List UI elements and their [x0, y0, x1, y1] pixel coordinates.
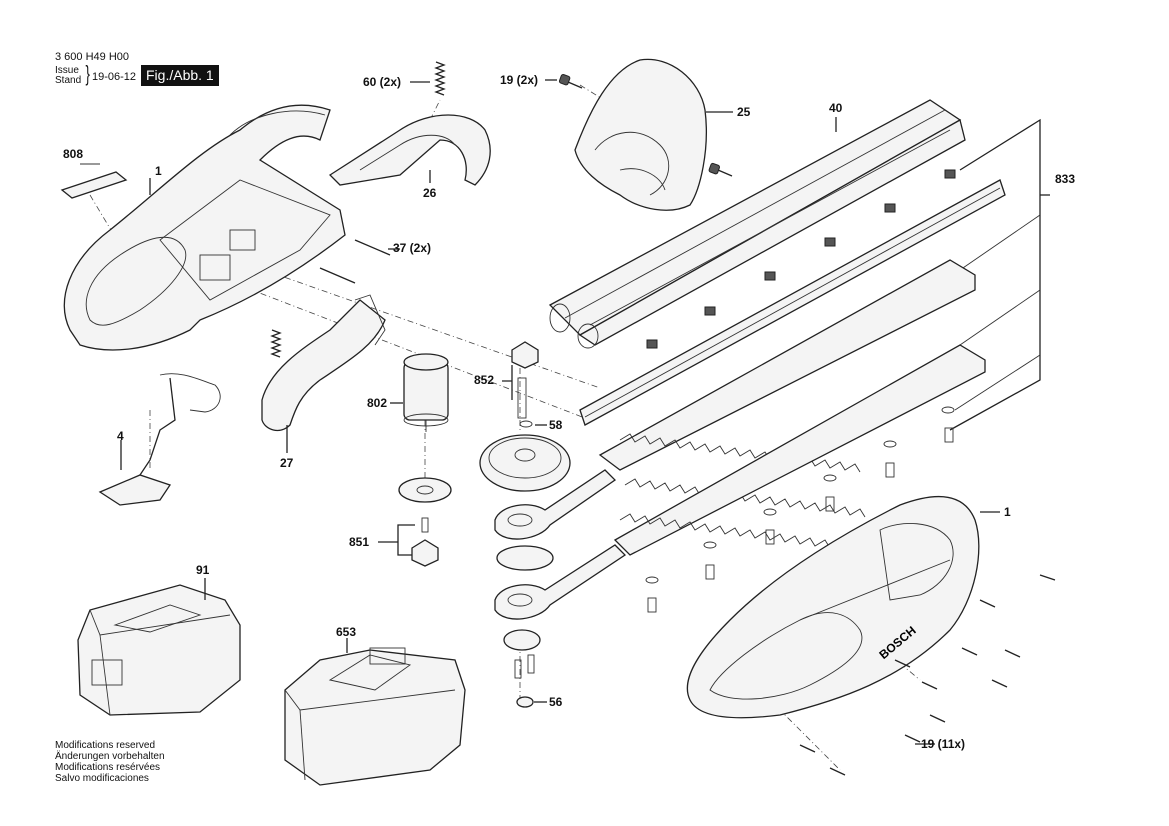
part-19-screw-top	[558, 73, 733, 177]
part-1-housing-left	[63, 104, 346, 351]
part-833-blade-assembly	[949, 118, 1050, 431]
callout-1-right: 1	[1004, 505, 1011, 519]
motor-pinion-gear	[398, 477, 452, 503]
part-808-label-plate	[60, 163, 128, 199]
callout-833: 833	[1055, 172, 1076, 186]
part-653-charger	[284, 647, 466, 786]
issue-stand-labels: Issue Stand	[55, 66, 81, 86]
part-27-front-handle	[261, 294, 386, 432]
part-802-motor	[403, 353, 449, 432]
figure-tag: Fig./Abb. 1	[141, 65, 219, 86]
part-58-washer	[519, 420, 533, 428]
part-91-battery	[77, 584, 241, 716]
brace-glyph: }	[85, 61, 90, 86]
callout-852: 852	[474, 373, 495, 387]
blade-rivets	[645, 169, 956, 613]
lower-bearing	[503, 629, 541, 679]
modification-notes: Modifications reserved Änderungen vorbeh…	[55, 740, 165, 784]
callout-802: 802	[367, 396, 388, 410]
issue-label: Issue	[55, 65, 79, 76]
part-19-screws-bottom	[799, 574, 1056, 776]
callout-653: 653	[336, 625, 357, 639]
note-es: Salvo modificaciones	[55, 773, 149, 784]
main-drive-gear	[479, 434, 571, 492]
lower-cutting-blade	[494, 344, 986, 620]
callout-91: 91	[196, 563, 210, 577]
callout-leaders	[120, 79, 1000, 745]
callout-1-top: 1	[155, 164, 162, 178]
note-de: Änderungen vorbehalten	[55, 751, 165, 762]
callout-58: 58	[549, 418, 563, 432]
callout-40: 40	[829, 101, 843, 115]
part-1-housing-right: BOSCH	[686, 495, 980, 719]
callout-808: 808	[63, 147, 84, 161]
document-number: 3 600 H49 H00	[55, 51, 129, 63]
callout-4: 4	[117, 429, 124, 443]
callout-19-bottom: 19 (11x)	[921, 737, 966, 751]
callout-56: 56	[549, 695, 563, 709]
callout-26: 26	[423, 186, 437, 200]
part-26-switch-lever	[328, 114, 491, 186]
part-852-bracket	[511, 341, 539, 419]
upper-cutting-blade	[494, 259, 976, 540]
blade-rail	[579, 179, 1006, 426]
part-60-spring	[434, 61, 446, 96]
callout-27: 27	[280, 456, 294, 470]
note-fr: Modifications resérvées	[55, 762, 161, 773]
part-4-wiring-switch	[98, 373, 221, 506]
part-56-washer	[516, 696, 534, 708]
part-25-hand-guard	[574, 58, 707, 211]
note-en: Modifications reserved	[55, 740, 156, 751]
callout-25: 25	[737, 105, 751, 119]
part-40-blade-cover	[548, 99, 966, 349]
stand-label: Stand	[55, 75, 82, 86]
callout-37: 37 (2x)	[393, 241, 432, 255]
part-37-pins	[319, 239, 391, 284]
callout-851: 851	[349, 535, 370, 549]
part-851-bearing-bracket	[411, 517, 439, 567]
callout-19-top: 19 (2x)	[500, 73, 539, 87]
issue-date: 19-06-12	[92, 71, 137, 83]
callout-60: 60 (2x)	[363, 75, 402, 89]
